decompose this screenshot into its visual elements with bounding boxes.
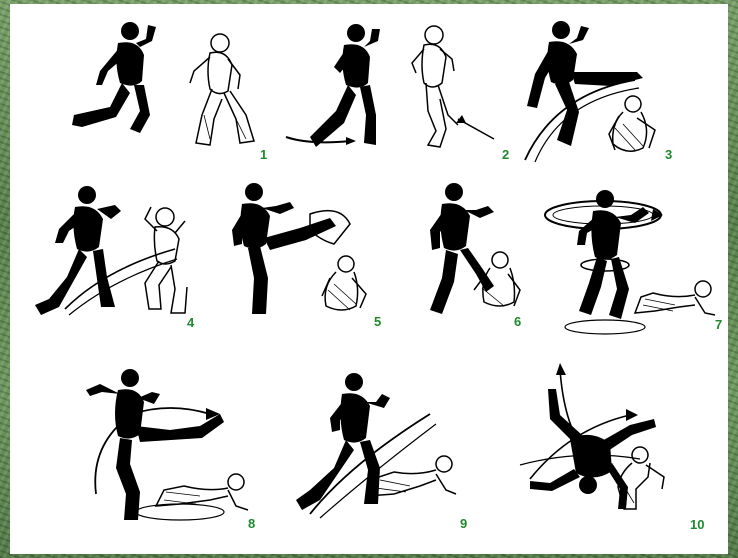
- figure-6: 6: [410, 174, 540, 334]
- figure-2: 2: [280, 19, 505, 164]
- figure-number-10: 10: [690, 517, 704, 532]
- figure-6-drawing: [410, 174, 540, 334]
- figure-5: 5: [210, 174, 395, 334]
- figure-number-1: 1: [260, 147, 267, 162]
- figure-2-drawing: [280, 19, 505, 164]
- figure-4-drawing: [25, 179, 205, 334]
- figure-number-3: 3: [665, 147, 672, 162]
- figure-7: 7: [535, 179, 725, 344]
- figure-8-drawing: [60, 364, 275, 534]
- figure-4: 4: [25, 179, 205, 334]
- figure-10: 10: [490, 359, 720, 534]
- figure-1: 1: [60, 19, 275, 164]
- figure-number-9: 9: [460, 516, 467, 531]
- figure-number-8: 8: [248, 516, 255, 531]
- figure-number-7: 7: [715, 317, 722, 332]
- figure-number-4: 4: [187, 315, 194, 330]
- figure-3-drawing: [515, 14, 710, 164]
- figure-7-drawing: [535, 179, 725, 344]
- figure-10-drawing: [490, 359, 720, 534]
- figure-number-2: 2: [502, 147, 509, 162]
- figure-3: 3: [515, 14, 710, 164]
- figure-5-drawing: [210, 174, 395, 334]
- figure-9-drawing: [280, 364, 485, 534]
- figure-1-drawing: [60, 19, 275, 164]
- figure-8: 8: [60, 364, 275, 534]
- illustration-panel: 1 2: [10, 4, 728, 554]
- figure-number-5: 5: [374, 314, 381, 329]
- figure-9: 9: [280, 364, 485, 534]
- figure-number-6: 6: [514, 314, 521, 329]
